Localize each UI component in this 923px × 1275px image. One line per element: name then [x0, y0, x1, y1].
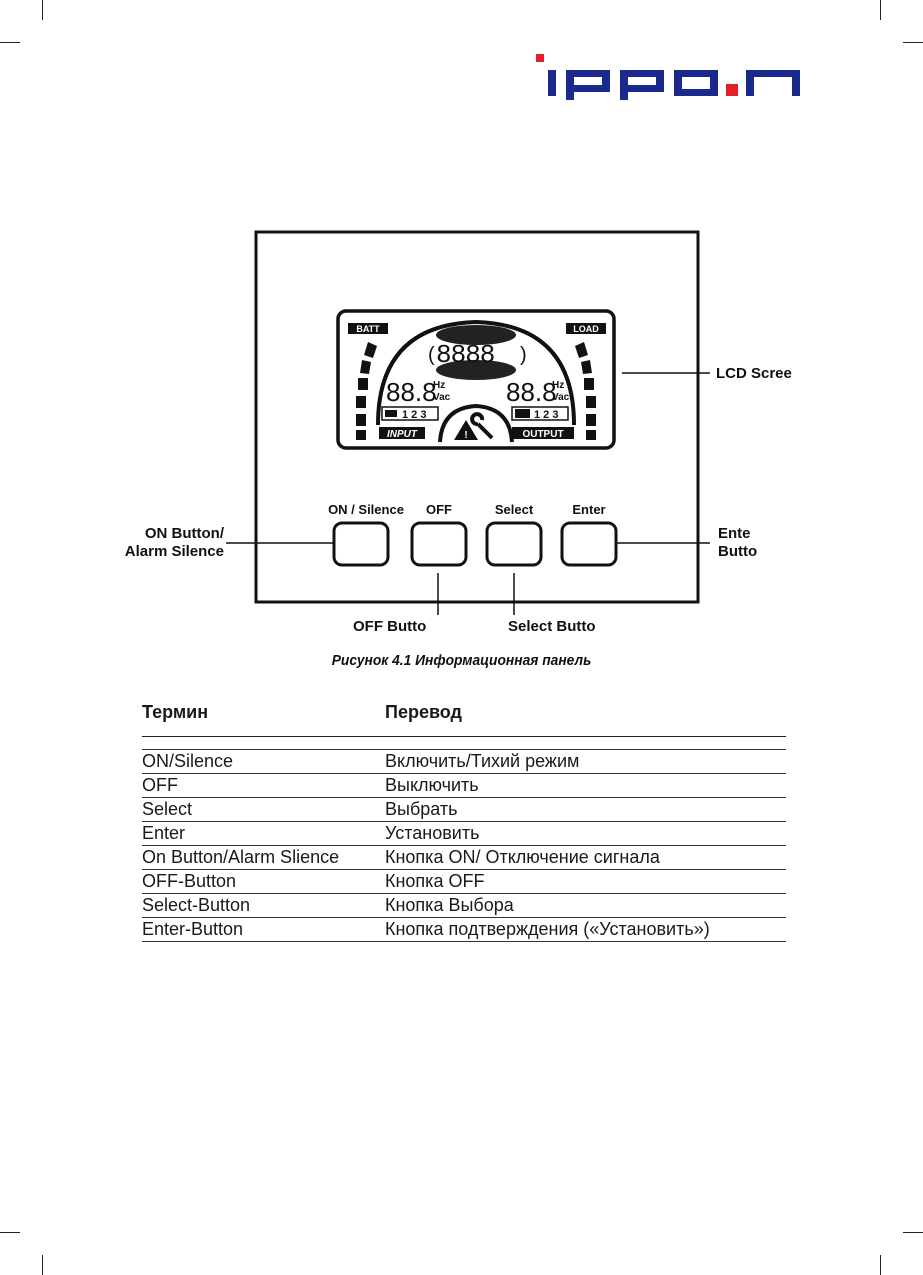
- crop-mark: [0, 42, 20, 43]
- input-reading: 88.8: [386, 377, 437, 407]
- table-header: Термин Перевод: [142, 700, 786, 737]
- load-level-bars: [575, 342, 596, 440]
- crop-mark: [903, 1232, 923, 1233]
- center-segment-display: 8888: [436, 340, 494, 370]
- ippon-logo: [536, 54, 800, 100]
- select-button-callout: Select Butto: [508, 618, 596, 635]
- svg-text:Vac: Vac: [433, 392, 451, 403]
- off-button[interactable]: [410, 521, 468, 567]
- select-button[interactable]: [485, 521, 543, 567]
- svg-text:(: (: [428, 344, 435, 366]
- input-label: INPUT: [387, 429, 418, 440]
- crop-mark: [880, 0, 881, 20]
- output-reading: 88.8: [506, 377, 557, 407]
- battery-level-bars: [356, 342, 377, 440]
- panel-outline: [254, 230, 700, 604]
- select-button-label: Select: [494, 502, 534, 517]
- enter-button-callout: Ente Butto: [718, 525, 758, 560]
- svg-text:): ): [520, 344, 527, 366]
- outlet-icon: [515, 409, 530, 418]
- leader-lines: [226, 372, 710, 615]
- svg-text:Vac: Vac: [552, 392, 570, 403]
- lcd-screen-callout: LCD Scree: [716, 365, 792, 382]
- enter-button-label: Enter: [572, 502, 606, 517]
- plug-icon: [385, 410, 397, 417]
- wrench-icon: [470, 412, 494, 440]
- on-silence-button[interactable]: [332, 521, 390, 567]
- output-label: OUTPUT: [522, 429, 563, 440]
- svg-text:Hz: Hz: [552, 380, 564, 391]
- crop-mark: [880, 1255, 881, 1275]
- header-translation: Перевод: [385, 702, 462, 722]
- svg-text:!: !: [464, 430, 467, 441]
- svg-text:Hz: Hz: [433, 380, 445, 391]
- load-label: LOAD: [573, 324, 599, 334]
- svg-text:1 2 3: 1 2 3: [402, 409, 426, 421]
- crop-mark: [42, 0, 43, 20]
- enter-button[interactable]: [560, 521, 618, 567]
- crop-mark: [0, 1232, 20, 1233]
- svg-text:1 2 3: 1 2 3: [534, 409, 558, 421]
- on-button-callout: ON Button/ Alarm Silence: [124, 525, 224, 560]
- off-button-label: OFF: [426, 502, 452, 517]
- figure-caption: Рисунок 4.1 Информационная панель: [331, 652, 592, 669]
- batt-label: BATT: [356, 324, 380, 334]
- lcd-screen: BATT LOAD 8888 ( ) 88.8 Hz Vac 88.8 Hz V…: [336, 309, 616, 450]
- header-term: Термин: [142, 702, 209, 722]
- crop-mark: [903, 42, 923, 43]
- crop-mark: [42, 1255, 43, 1275]
- on-silence-button-label: ON / Silence: [328, 502, 404, 517]
- off-button-callout: OFF Butto: [353, 618, 427, 635]
- warning-icon: [454, 420, 478, 440]
- panel-diagram: BATT LOAD 8888 ( ) 88.8 Hz Vac 88.8 Hz V…: [226, 230, 710, 615]
